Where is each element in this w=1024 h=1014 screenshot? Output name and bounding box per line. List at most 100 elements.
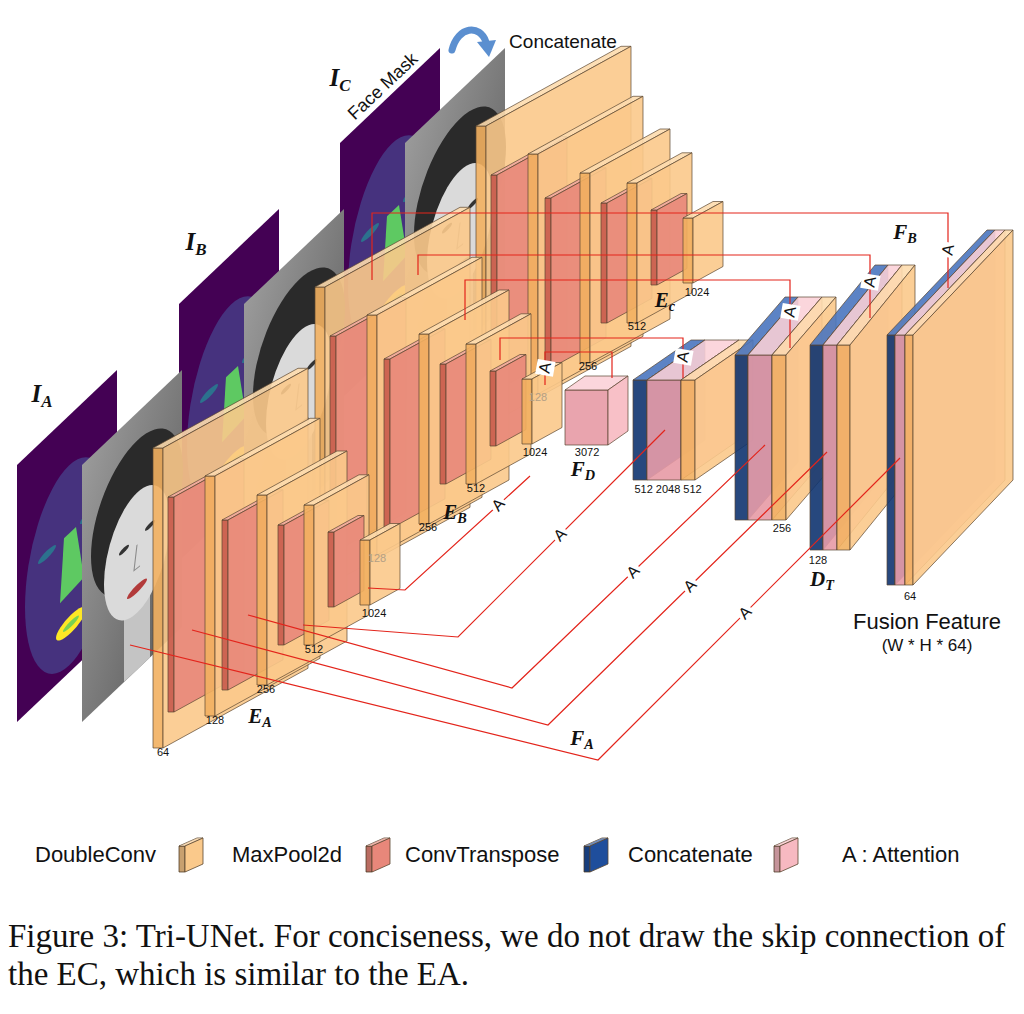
legend-text: ConvTranspose bbox=[405, 843, 559, 867]
block-front bbox=[205, 476, 215, 716]
block-front bbox=[440, 364, 446, 484]
layer-block bbox=[304, 475, 369, 645]
block-front bbox=[681, 380, 695, 480]
label-text: 128 bbox=[809, 554, 827, 566]
block-side bbox=[657, 194, 687, 286]
mask-mouth bbox=[56, 600, 86, 647]
label-text: 1024 bbox=[362, 607, 386, 619]
swatch-side bbox=[185, 838, 203, 872]
label-text: 512 bbox=[628, 320, 646, 332]
block-front bbox=[627, 183, 637, 323]
block-front bbox=[823, 345, 837, 550]
label-text: 3072 bbox=[575, 446, 599, 458]
label-text: 128 bbox=[529, 391, 547, 403]
mask-nose bbox=[60, 519, 84, 603]
swatch-side bbox=[780, 838, 798, 872]
attention-mark: A bbox=[535, 359, 555, 377]
swatch-shade bbox=[584, 846, 590, 872]
symbol-subscript: C bbox=[339, 76, 350, 95]
block-front bbox=[278, 525, 284, 645]
label-text: 128 bbox=[368, 552, 386, 564]
caption: Figure 3: Tri-UNet. For conciseness, we … bbox=[8, 918, 1018, 993]
block-front bbox=[580, 173, 590, 363]
label-text: 128 bbox=[206, 714, 224, 726]
swatch-side bbox=[372, 838, 390, 872]
block-front bbox=[490, 371, 496, 446]
concat-arrowhead bbox=[477, 40, 496, 57]
layer-block bbox=[683, 202, 723, 284]
layer-block bbox=[360, 524, 400, 606]
label-text: 512 2048 512 bbox=[634, 483, 701, 495]
symbol-label: FB bbox=[893, 220, 917, 245]
label-text: 256 bbox=[579, 360, 597, 372]
symbol-label: Ec bbox=[655, 288, 675, 313]
block-front bbox=[545, 198, 551, 368]
skip-connection bbox=[500, 338, 683, 378]
symbol-letter: E bbox=[443, 500, 457, 524]
block-front bbox=[651, 210, 657, 285]
block-side bbox=[637, 153, 692, 323]
block-front bbox=[895, 335, 905, 585]
block-front bbox=[748, 355, 772, 520]
symbol-letter: I bbox=[186, 228, 196, 255]
symbol-subscript: A bbox=[584, 736, 594, 752]
mask-eye bbox=[200, 381, 218, 406]
legend-swatch bbox=[178, 837, 204, 873]
symbol-letter: E bbox=[655, 288, 669, 312]
block-front bbox=[222, 520, 228, 690]
attention-mark: A bbox=[938, 241, 958, 259]
swatch-block bbox=[179, 838, 203, 872]
skip-connection bbox=[418, 255, 870, 318]
symbol-label: EB bbox=[443, 500, 467, 525]
swatch-block bbox=[366, 838, 390, 872]
attention-mark: A bbox=[860, 273, 880, 291]
block-front bbox=[419, 334, 429, 524]
symbol-letter: E bbox=[248, 704, 262, 728]
attention-mark: A bbox=[486, 494, 509, 517]
symbol-label: EA bbox=[248, 704, 272, 729]
face-photo bbox=[82, 369, 183, 722]
block-front bbox=[647, 380, 681, 480]
skip-connection bbox=[368, 476, 530, 590]
symbol-label: FD bbox=[571, 457, 595, 482]
symbol-subscript: B bbox=[457, 510, 467, 526]
skip-connection bbox=[248, 445, 765, 688]
swatch-front bbox=[774, 846, 780, 872]
concat-arrow bbox=[452, 30, 486, 50]
mask-lips bbox=[63, 613, 79, 634]
block-front bbox=[633, 380, 647, 480]
swatch-shade bbox=[774, 846, 780, 872]
layer-block bbox=[905, 230, 1013, 585]
skip-connection bbox=[545, 352, 612, 385]
symbol-subscript: T bbox=[825, 577, 834, 593]
symbol-letter: F bbox=[570, 726, 584, 750]
swatch-front bbox=[179, 846, 185, 872]
swatch-front bbox=[584, 846, 590, 872]
block-front bbox=[153, 448, 163, 748]
label-text: Fusion Feature bbox=[853, 609, 1001, 635]
block-front bbox=[384, 359, 390, 529]
swatch-shade bbox=[366, 846, 372, 872]
label-text: 512 bbox=[305, 643, 323, 655]
block-front bbox=[565, 390, 608, 445]
block-side bbox=[334, 516, 364, 608]
block-side bbox=[693, 202, 723, 284]
layer-block bbox=[580, 129, 670, 363]
swatch-shade bbox=[179, 846, 185, 872]
layer-block bbox=[466, 314, 531, 484]
layer-block bbox=[565, 376, 628, 445]
legend-text: DoubleConv bbox=[35, 843, 156, 867]
block-side bbox=[476, 314, 531, 484]
symbol-subscript: B bbox=[195, 240, 206, 259]
label-text: 256 bbox=[419, 521, 437, 533]
label-text: 1024 bbox=[685, 286, 709, 298]
layer-block bbox=[419, 290, 509, 524]
block-side bbox=[496, 355, 526, 447]
block-side bbox=[370, 524, 400, 606]
attention-mark: A bbox=[780, 303, 800, 321]
legend-swatch bbox=[773, 837, 799, 873]
symbol-label: IB bbox=[186, 228, 207, 256]
label-text: Face Mask bbox=[344, 48, 422, 124]
symbol-label: FA bbox=[570, 726, 594, 751]
